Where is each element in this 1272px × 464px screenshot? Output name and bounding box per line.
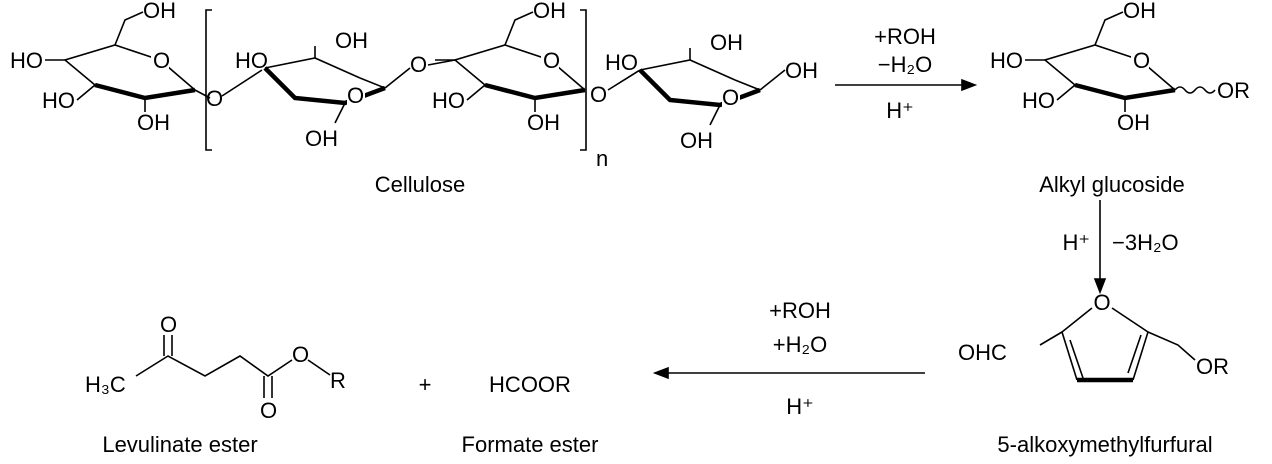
arrow-step2: H⁺ −3H₂O (1063, 200, 1179, 295)
hydroxyl: OH (1117, 110, 1150, 135)
glucose-unit-repeat-1: O HO OH OH (235, 28, 411, 151)
hydroxyl: HO (42, 88, 75, 113)
glucose-unit-terminal-right: O HO OH OH OH (605, 30, 818, 153)
ring-oxygen: O (1133, 48, 1150, 73)
levulinate-label: Levulinate ester (102, 432, 257, 457)
formate-label: Formate ester (462, 432, 599, 457)
hydroxyl: OH (143, 0, 176, 23)
carbonyl-oxygen: O (260, 398, 277, 423)
ring-oxygen: O (722, 85, 739, 110)
alkyl-glucoside-structure: O HO OH HO OH OR (990, 0, 1250, 135)
bracket-right (580, 9, 587, 151)
reagent-rOH: +ROH (769, 298, 831, 323)
hydroxyl: OH (305, 126, 338, 151)
alkyl-group: R (330, 368, 346, 393)
formate-formula: HCOOR (489, 372, 571, 397)
reagent-water: +H₂O (773, 332, 827, 357)
hydroxyl: OH (527, 110, 560, 135)
cellulose-structure: O HO OH HO OH O O HO OH OH O O OH H (10, 0, 818, 197)
repeat-count: n (596, 146, 608, 171)
reagent-water-loss: −H₂O (878, 52, 932, 77)
catalyst-acid: H⁺ (1063, 230, 1091, 255)
amf-structure: O OHC OR 5-alkoxymethylfurfural (958, 290, 1229, 457)
plus-sign: + (419, 372, 432, 397)
glycosidic-oxygen: O (410, 52, 427, 77)
hydroxyl: OH (137, 110, 170, 135)
reagent-rOH: +ROH (874, 24, 936, 49)
bracket-left (205, 9, 212, 151)
ring-oxygen: O (347, 83, 364, 108)
ring-oxygen: O (1093, 290, 1110, 315)
glucose-unit-terminal-left: O HO OH HO OH (10, 0, 211, 135)
glycosidic-oxygen: O (206, 86, 223, 111)
hydroxyl: HO (990, 48, 1023, 73)
reagent-water-loss: −3H₂O (1112, 230, 1179, 255)
catalyst-acid: H⁺ (786, 394, 814, 419)
hydroxyl: OH (710, 30, 743, 55)
glycosidic-oxygen: O (590, 82, 607, 107)
hydroxyl: OH (533, 0, 566, 23)
ring-oxygen: O (543, 48, 560, 73)
levulinate-structure: H₃C O O O R Levulinate ester (85, 312, 346, 457)
hydroxyl: OH (335, 28, 368, 53)
aldehyde-group: OHC (958, 340, 1007, 365)
hydroxyl: OH (1123, 0, 1156, 23)
ester-oxygen: O (292, 342, 309, 367)
amf-label: 5-alkoxymethylfurfural (997, 432, 1212, 457)
hydroxyl: OH (785, 58, 818, 83)
hydroxyl: HO (1022, 88, 1055, 113)
hydroxyl: HO (10, 48, 43, 73)
catalyst-acid: H⁺ (886, 98, 914, 123)
hydroxyl: HO (605, 50, 638, 75)
glucose-unit-repeat-2: O OH HO OH (432, 0, 585, 135)
ring-oxygen: O (153, 48, 170, 73)
hydroxyl: HO (235, 48, 268, 73)
arrow-step3: +ROH +H₂O H⁺ (652, 298, 925, 419)
alkoxy-group: OR (1217, 78, 1250, 103)
methyl-group: H₃C (85, 372, 126, 397)
cellulose-label: Cellulose (375, 172, 466, 197)
arrow-step1: +ROH −H₂O H⁺ (835, 24, 978, 123)
hydroxyl: HO (432, 88, 465, 113)
hydroxyl: OH (680, 128, 713, 153)
alkyl-glucoside-label: Alkyl glucoside (1039, 172, 1185, 197)
ketone-oxygen: O (160, 312, 177, 337)
alkoxy-group: OR (1196, 354, 1229, 379)
